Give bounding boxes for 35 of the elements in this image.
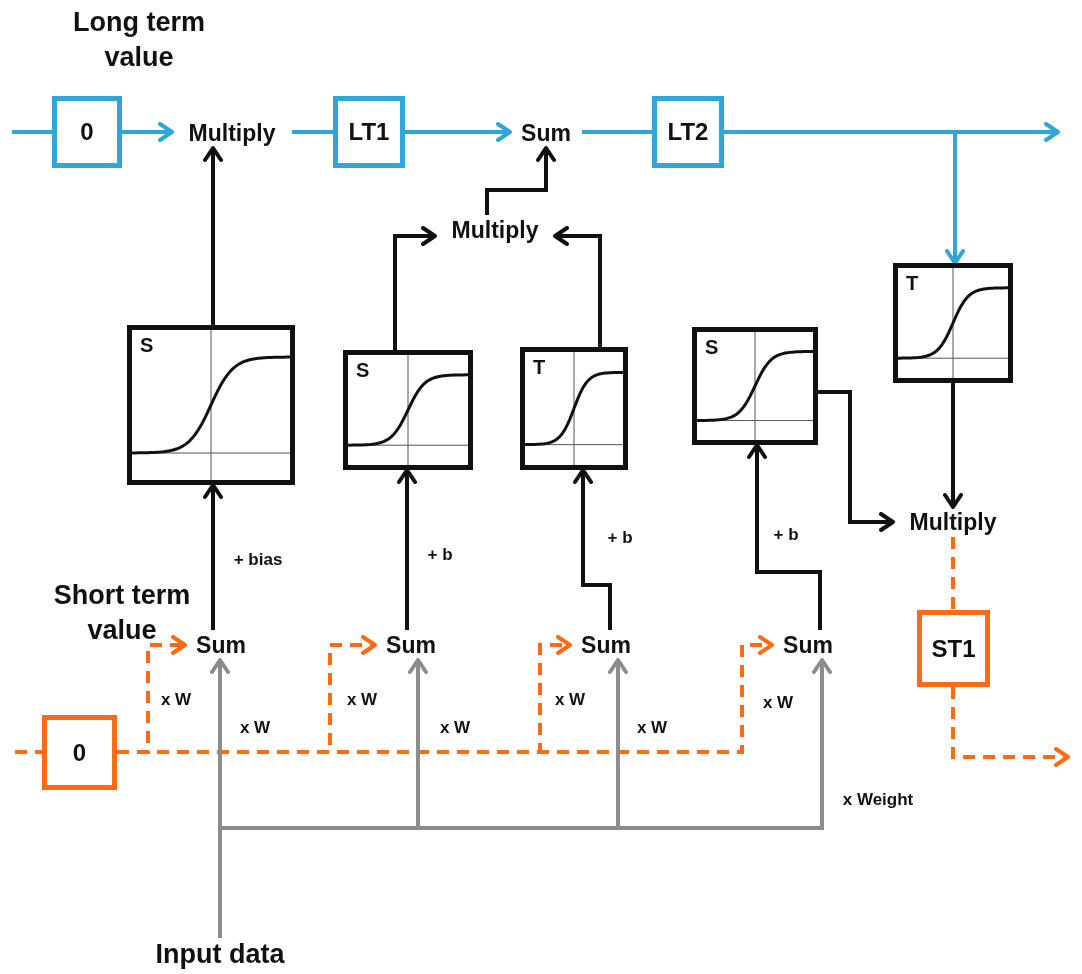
arrow (553, 226, 602, 347)
arrow (573, 468, 612, 630)
operation-label: Sum (375, 630, 447, 660)
function-letter: S (356, 359, 370, 382)
operation-label: Sum (772, 630, 844, 660)
operation-label: Multiply (893, 507, 1013, 537)
function-letter: T (906, 272, 919, 295)
arrow (397, 468, 417, 630)
value-heading: Long term value (72, 6, 206, 75)
function-letter: S (705, 336, 719, 359)
edge-label: x Weight (840, 790, 916, 810)
arrow (485, 146, 556, 215)
arrow (747, 443, 822, 630)
operation-label: Sum (510, 118, 582, 148)
operation-label: Multiply (172, 118, 292, 148)
function-letter: T (533, 356, 546, 379)
value-box: 0 (52, 96, 122, 168)
arrow (203, 146, 223, 325)
value-box: LT2 (652, 96, 724, 168)
arrow (393, 226, 437, 350)
operation-label: Multiply (435, 215, 555, 245)
value-box: LT1 (333, 96, 405, 168)
function-letter: S (140, 334, 154, 357)
arrow (943, 383, 963, 509)
arrow (218, 658, 832, 938)
arrow (203, 483, 223, 630)
arrow (122, 122, 174, 142)
arrow (405, 122, 512, 142)
operation-label: Sum (570, 630, 642, 660)
dashed-arrow (951, 687, 1070, 767)
input-label: Input data (130, 938, 310, 970)
value-box: ST1 (917, 610, 990, 687)
arrow (724, 130, 965, 265)
value-box: 0 (42, 715, 117, 790)
arrow (818, 390, 895, 532)
